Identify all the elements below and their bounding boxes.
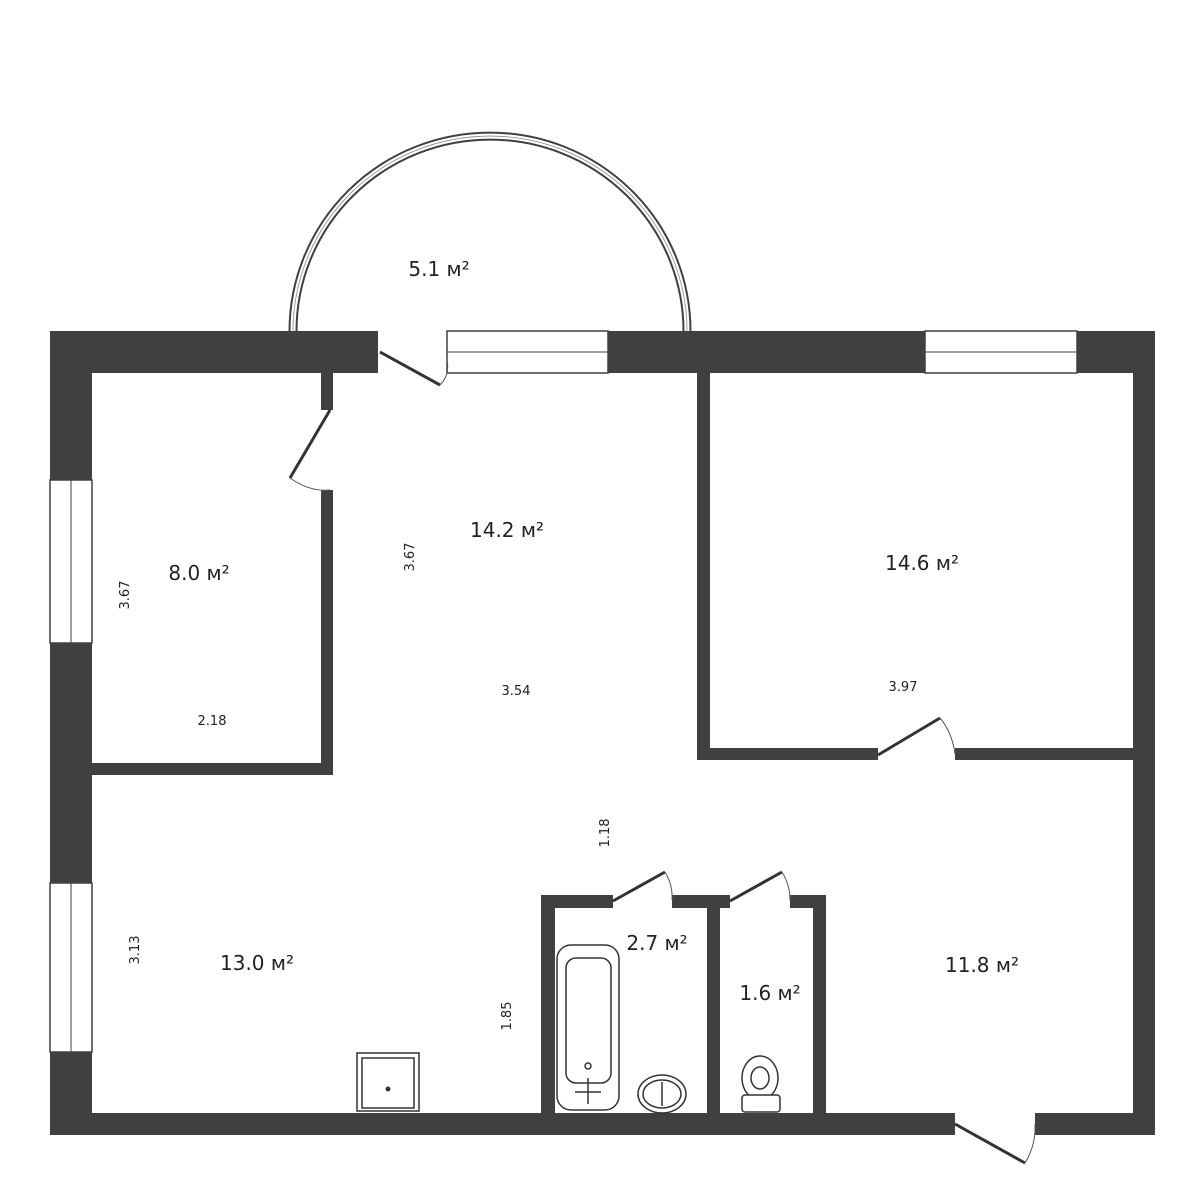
- dimension-label: 3.54: [502, 684, 531, 699]
- balcony-outline: [288, 131, 692, 332]
- room-area-small-bedroom: 8.0 м²: [168, 561, 229, 585]
- dimension-label: 3.13: [128, 936, 143, 965]
- dimension-label: 1.18: [598, 819, 613, 848]
- doors: [288, 350, 1036, 1165]
- room-area-right-bedroom: 14.6 м²: [885, 551, 959, 575]
- room-area-kitchen: 13.0 м²: [220, 951, 294, 975]
- door-small-room: [288, 409, 332, 491]
- toilet: [741, 1055, 781, 1113]
- room-area-bathroom: 2.7 м²: [626, 931, 687, 955]
- room-area-hall: 14.2 м²: [470, 518, 544, 542]
- door-balcony: [379, 350, 449, 387]
- dimension-label: 3.67: [118, 581, 133, 610]
- sink: [637, 1074, 687, 1114]
- dimension-label: 3.67: [403, 543, 418, 572]
- exterior-walls: [50, 331, 1155, 1135]
- room-area-toilet: 1.6 м²: [739, 981, 800, 1005]
- door-bathroom: [612, 870, 673, 903]
- dimension-label: 2.18: [198, 714, 227, 729]
- stove: [356, 1052, 420, 1112]
- interior-walls: [92, 373, 1133, 1113]
- windows: [49, 330, 1078, 1053]
- door-right-room: [877, 716, 956, 757]
- dimension-label: 1.85: [500, 1002, 515, 1031]
- door-toilet: [729, 870, 791, 903]
- dimension-label: 3.97: [889, 680, 918, 695]
- room-area-corridor: 11.8 м²: [945, 953, 1019, 977]
- bathtub: [556, 944, 620, 1111]
- room-area-balcony: 5.1 м²: [408, 257, 469, 281]
- door-entrance: [954, 1122, 1036, 1165]
